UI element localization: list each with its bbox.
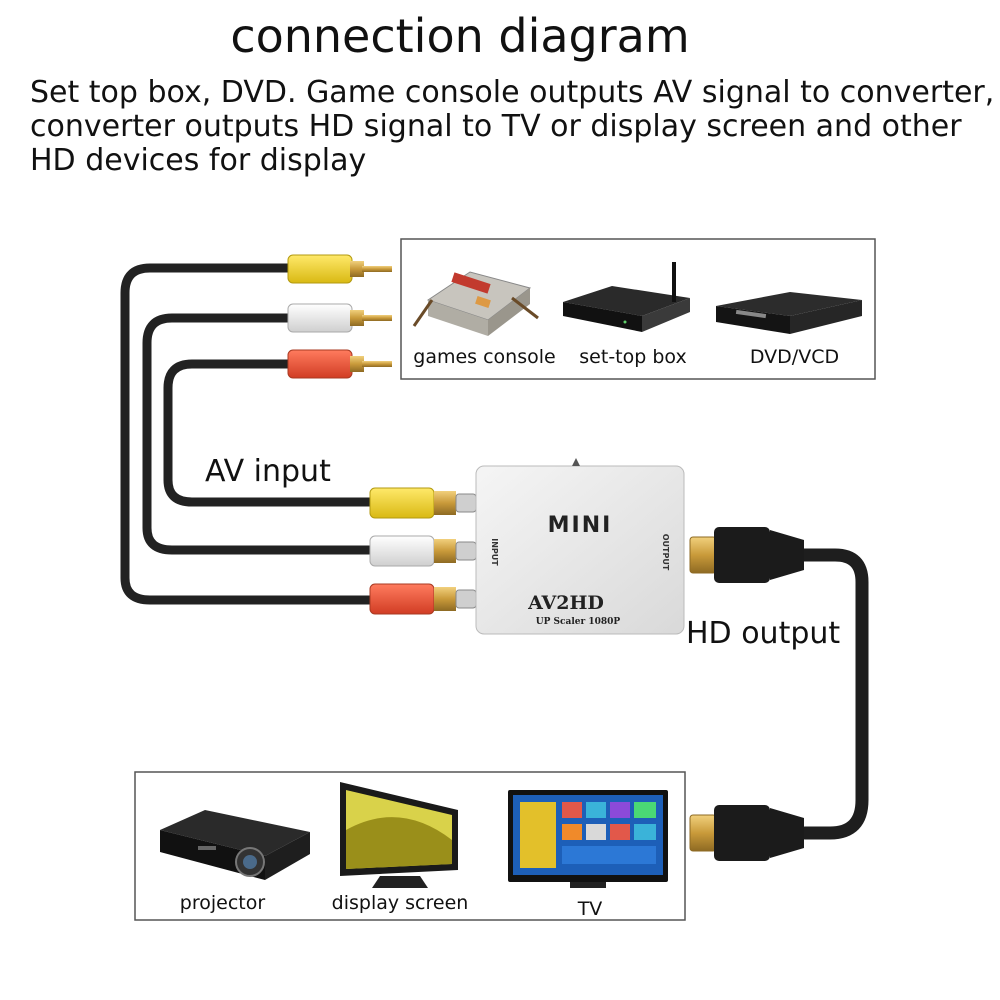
input-port-label: INPUT	[490, 538, 499, 566]
display-label-projector: projector	[179, 892, 266, 914]
source-label-dvd-vcd: DVD/VCD	[749, 346, 840, 368]
rca-plug-red-input	[369, 583, 477, 615]
diagram-subtitle: Set top box, DVD. Game console outputs A…	[30, 75, 995, 178]
source-label-games-console: games console	[413, 346, 556, 368]
hdmi-cable	[793, 548, 869, 840]
output-port-label: OUTPUT	[661, 534, 670, 571]
white-cable	[142, 313, 377, 555]
source-label-set-top-box: set-top box	[579, 346, 687, 368]
display-label-display-screen: display screen	[331, 892, 469, 914]
dvd-player-icon	[716, 292, 862, 334]
converter-brand: MINI	[548, 513, 613, 538]
av2hd-converter: MINI AV2HD UP Scaler 1080P INPUT OUTPUT	[475, 458, 685, 635]
rca-plug-yellow-top	[287, 254, 392, 284]
diagram-title: connection diagram	[230, 9, 690, 63]
yellow-cable	[120, 263, 377, 605]
rca-plug-white-top	[287, 303, 392, 333]
rca-plug-red-top	[287, 349, 392, 379]
set-top-box-icon	[563, 262, 690, 332]
hdmi-plug-bottom	[689, 805, 804, 861]
monitor-icon	[340, 782, 458, 888]
game-console-icon	[412, 271, 539, 336]
converter-tagline: UP Scaler 1080P	[536, 617, 621, 627]
converter-model: AV2HD	[527, 592, 604, 614]
rca-cables	[120, 263, 377, 605]
rca-plug-yellow-input	[369, 487, 477, 519]
red-cable	[163, 359, 377, 507]
av-input-label: AV input	[205, 454, 331, 489]
tv-icon	[508, 790, 668, 888]
projector-icon	[160, 810, 310, 880]
hd-output-label: HD output	[686, 616, 841, 651]
display-label-tv: TV	[577, 898, 603, 920]
hdmi-plug-top	[689, 527, 804, 583]
rca-plug-white-input	[369, 535, 477, 567]
